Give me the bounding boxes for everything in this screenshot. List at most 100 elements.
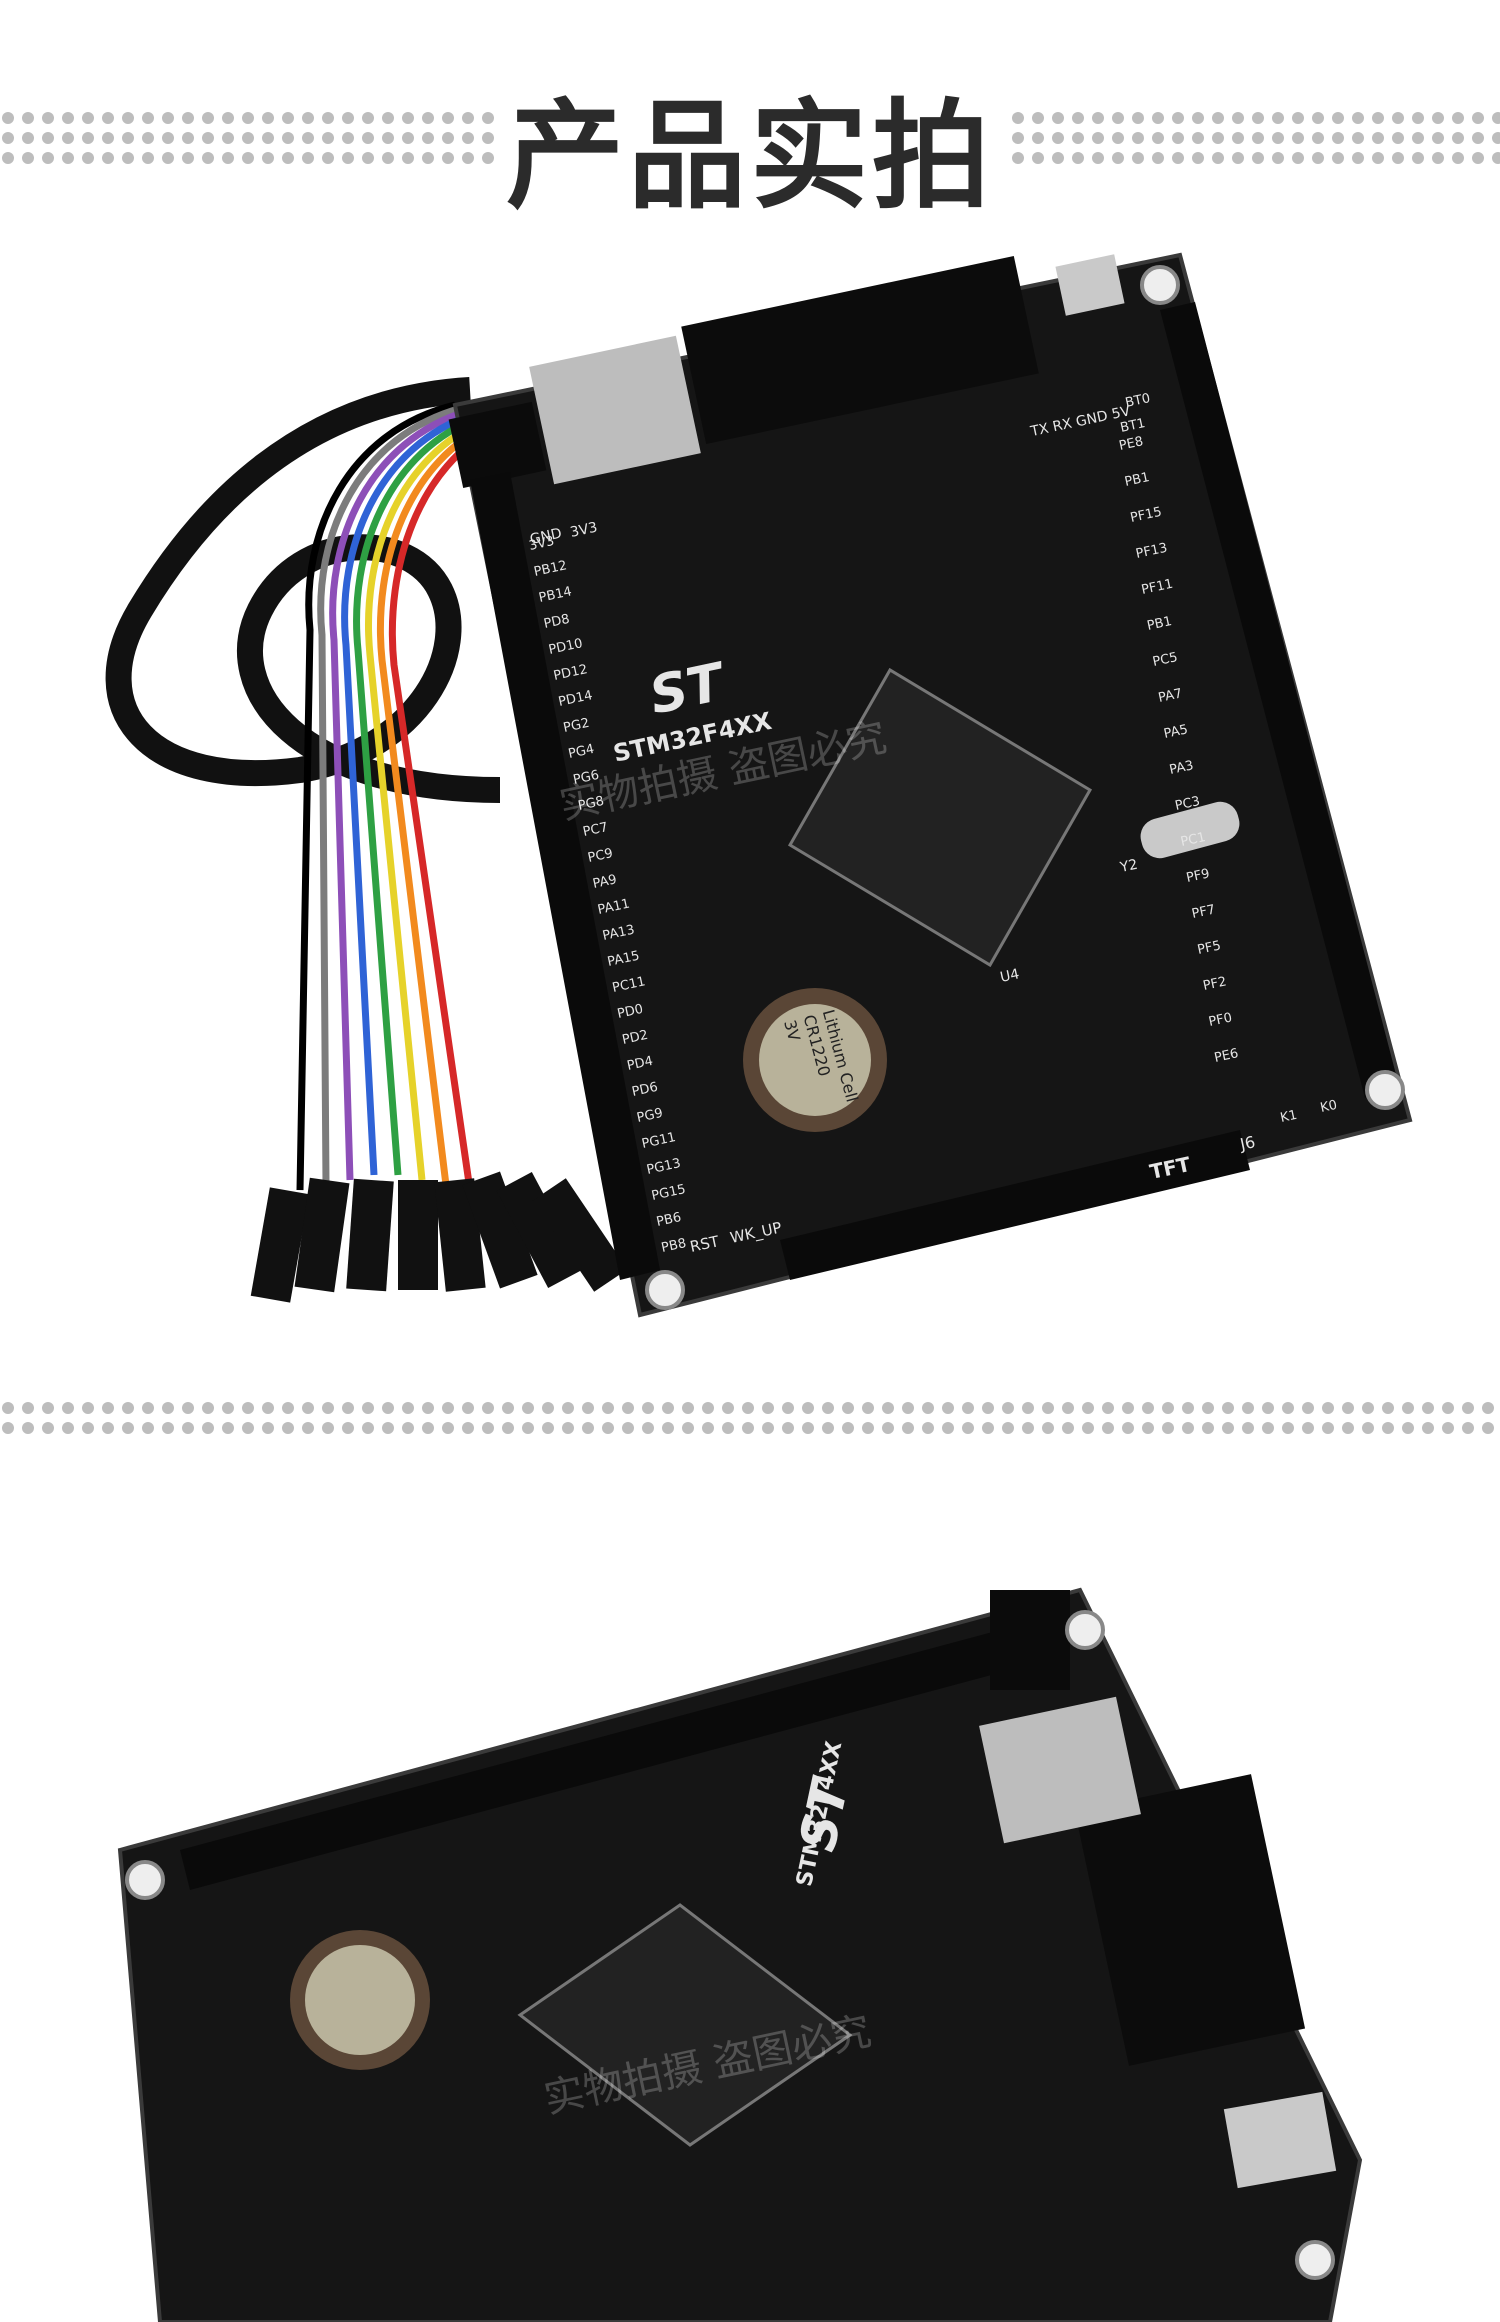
divider-dot [1272,112,1284,124]
dotted-divider-middle [2,1402,1494,1434]
divider-dot [1172,152,1184,164]
divider-dot [982,1402,994,1414]
pin-label: 3V3 [528,534,556,554]
divider-dot [1122,1402,1134,1414]
divider-dot [102,1422,114,1434]
pin-label: PA15 [606,948,641,969]
divider-dot [942,1422,954,1434]
divider-dot [1362,1422,1374,1434]
divider-dot [1092,132,1104,144]
pin-label: PF5 [1196,938,1222,958]
header-section: 产品实拍 [0,0,1500,230]
divider-dot [382,112,394,124]
divider-dot [462,152,474,164]
pin-label: PF11 [1140,577,1174,598]
divider-dot [1322,1422,1334,1434]
divider-dot [1102,1422,1114,1434]
divider-dot [702,1402,714,1414]
divider-dot [1252,152,1264,164]
divider-dot [482,1422,494,1434]
divider-dot [1132,132,1144,144]
divider-dot [162,152,174,164]
pin-label: PF9 [1185,866,1211,886]
divider-dot [1192,152,1204,164]
silk-label-3v3: 3V3 [569,520,599,541]
pin-label: PA9 [591,872,618,892]
silk-label-k0: K0 [1319,1098,1339,1116]
pin-label: PD10 [547,636,584,658]
divider-dot [242,152,254,164]
divider-dot [1022,1402,1034,1414]
divider-dot [922,1402,934,1414]
pin-label: PG4 [567,742,596,762]
pin-label: PA11 [596,896,631,917]
divider-dot [62,132,74,144]
divider-dot [1372,112,1384,124]
divider-dot [1472,112,1484,124]
divider-dot [1092,112,1104,124]
pin-label: PD0 [616,1002,645,1022]
divider-dot [1262,1402,1274,1414]
divider-dot [202,1402,214,1414]
divider-dot [342,152,354,164]
divider-dot [202,152,214,164]
divider-dot [442,1402,454,1414]
divider-dot [322,1422,334,1434]
divider-dot [202,132,214,144]
pin-labels-right: PE8PB1PF15PF13PF11PB1PC5PA7PA5PA3PC3PC1P… [1118,434,1240,1066]
divider-dot [1212,112,1224,124]
divider-dot [1232,132,1244,144]
divider-dot [1322,1402,1334,1414]
divider-dot [282,1402,294,1414]
pin-label: PC7 [582,820,610,840]
divider-dot [1292,152,1304,164]
divider-dot [1162,1422,1174,1434]
divider-dot [2,1402,14,1414]
divider-dot [462,112,474,124]
divider-dot [22,112,34,124]
jumper-cable-image [105,377,628,1303]
divider-dot [262,152,274,164]
divider-dot [302,1422,314,1434]
divider-dot [402,112,414,124]
divider-dot [502,1402,514,1414]
divider-dot [1302,1402,1314,1414]
pin-label: PG8 [577,794,606,814]
divider-dot [1432,132,1444,144]
divider-dot [1052,112,1064,124]
pin-label: PD2 [621,1028,650,1048]
divider-dot [1302,1422,1314,1434]
divider-dot [902,1402,914,1414]
divider-dot [962,1402,974,1414]
divider-dot [62,112,74,124]
divider-dot [362,112,374,124]
divider-dot [142,1422,154,1434]
divider-dot [142,132,154,144]
pin-label: PF7 [1191,902,1217,922]
divider-dot [242,112,254,124]
divider-dot [1282,1422,1294,1434]
divider-dot [1272,152,1284,164]
divider-dot [1132,152,1144,164]
divider-dot [642,1402,654,1414]
divider-dot [222,132,234,144]
divider-dot [722,1422,734,1434]
divider-dot [1442,1402,1454,1414]
divider-dot [1062,1422,1074,1434]
divider-dot [42,1402,54,1414]
divider-dot [142,112,154,124]
divider-dot [922,1422,934,1434]
divider-dot [622,1422,634,1434]
divider-dot [2,152,14,164]
divider-dot [982,1422,994,1434]
divider-dot [222,1422,234,1434]
divider-dot [1202,1402,1214,1414]
divider-dot [62,1422,74,1434]
divider-dot [122,1402,134,1414]
divider-dot [322,1402,334,1414]
divider-dot [302,112,314,124]
divider-dot [1462,1402,1474,1414]
divider-dot [282,152,294,164]
divider-dot [1382,1422,1394,1434]
divider-dot [522,1422,534,1434]
